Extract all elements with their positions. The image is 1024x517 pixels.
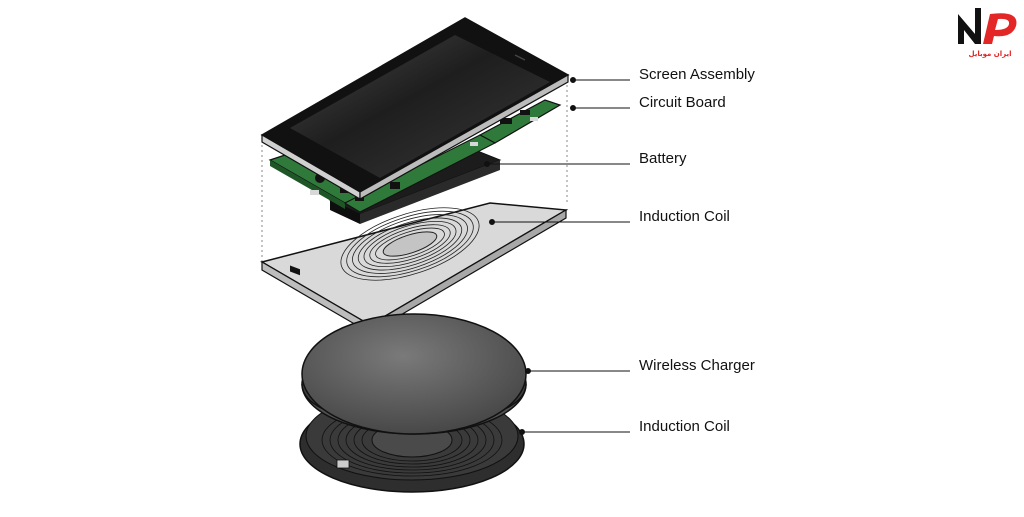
logo-tagline: ایران موبایل (968, 50, 1011, 58)
phone-induction-coil (340, 207, 480, 281)
label-battery: Battery (639, 150, 687, 167)
label-induction-coil-phone: Induction Coil (639, 208, 730, 225)
screen-assembly-part (260, 17, 570, 201)
guide-lines (261, 80, 568, 262)
circuit-board-part (268, 99, 562, 276)
logo-p-mark (983, 13, 1017, 44)
label-circuit-board: Circuit Board (639, 94, 726, 111)
brand-logo: ایران موبایل (958, 8, 1017, 58)
induction-plate (260, 202, 569, 335)
logo-n-mark (958, 8, 981, 44)
label-wireless-charger: Wireless Charger (639, 357, 755, 374)
label-induction-coil-charger: Induction Coil (639, 418, 730, 435)
wireless-charger-part (299, 313, 527, 493)
label-screen-assembly: Screen Assembly (639, 66, 755, 83)
leader-lines (484, 77, 630, 435)
